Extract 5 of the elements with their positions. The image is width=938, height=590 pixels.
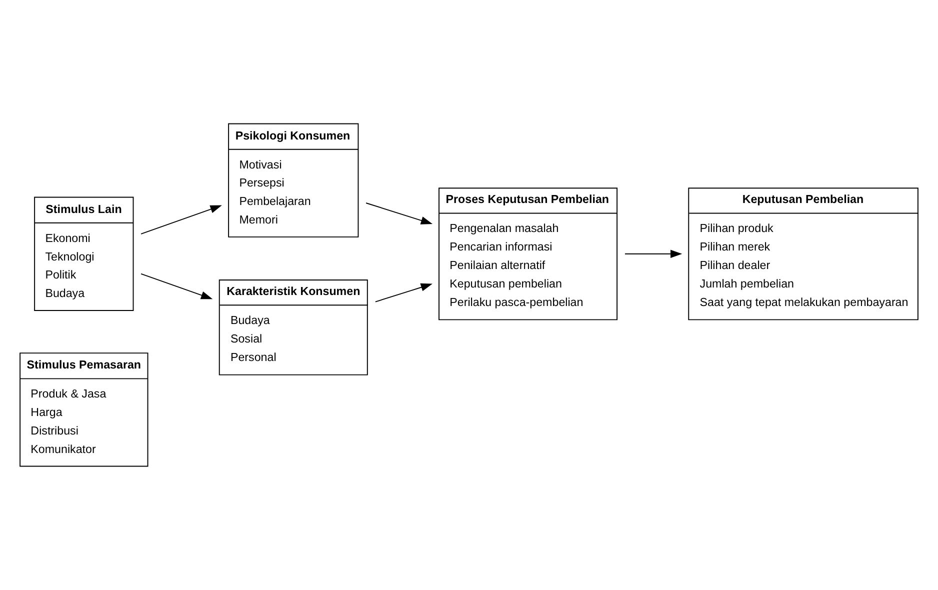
arrow <box>140 205 222 234</box>
arrow <box>366 202 433 224</box>
arrow <box>624 250 682 258</box>
arrow <box>140 273 213 300</box>
arrow <box>374 283 432 302</box>
